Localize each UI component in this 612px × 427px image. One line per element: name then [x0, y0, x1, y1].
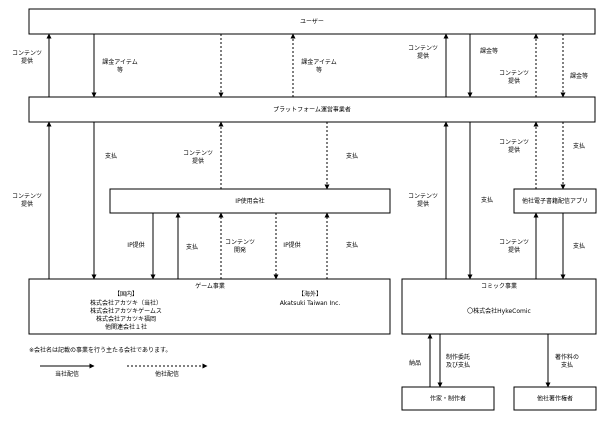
label-l13b: 提供	[417, 200, 429, 208]
label-l14b: 提供	[508, 146, 520, 154]
author-label: 作家・制作者	[430, 395, 466, 403]
comic-business-label: コミック事業	[481, 282, 517, 290]
label-l5: 課金等	[480, 47, 498, 55]
label-l3b: 等	[316, 66, 322, 74]
label-l12: 支払	[481, 196, 493, 204]
domestic-header: 【国内】	[114, 290, 138, 298]
overseas-header: 【海外】	[298, 290, 322, 298]
label-l4a: コンテンツ	[408, 45, 438, 52]
label-l14a: コンテンツ	[499, 139, 529, 146]
label-l25a: 著作料の	[555, 353, 579, 361]
legend: ※会社名は記載の事業を行う主たる会社であります。 当社配信 他社配信	[29, 346, 208, 378]
label-l6a: コンテンツ	[499, 70, 529, 77]
label-l24b: 及び支払	[446, 361, 470, 369]
user-label: ユーザー	[300, 19, 324, 26]
label-l17: 支払	[186, 243, 198, 251]
label-l8: 支払	[105, 152, 117, 160]
legend-own-label: 当社配信	[55, 370, 79, 378]
author-node: 作家・制作者	[401, 386, 495, 411]
label-l25b: 支払	[561, 361, 573, 369]
legend-other-label: 他社配信	[155, 370, 179, 378]
label-l18b: 開発	[234, 246, 246, 254]
label-l11b: 提供	[192, 157, 204, 165]
label-l11a: コンテンツ	[183, 150, 213, 157]
label-l10: 支払	[346, 152, 358, 160]
label-l24a: 制作委託	[446, 353, 470, 361]
game-business-label: ゲーム事業	[195, 282, 225, 290]
other-rights-holder-node: 他社著作権者	[513, 386, 597, 411]
label-l21a: コンテンツ	[499, 239, 529, 246]
label-l1b: 提供	[21, 57, 33, 65]
other-ebook-app-node: 他社電子書籍配信アプリ	[513, 188, 597, 214]
label-l20: 支払	[346, 241, 358, 249]
label-l19: IP提供	[283, 241, 300, 249]
label-l9b: 提供	[21, 200, 33, 208]
label-l7: 課金等	[570, 72, 588, 80]
platform-label: プラットフォーム運営事業者	[273, 106, 351, 114]
label-l3a: 課金アイテム	[301, 58, 336, 66]
comic-company: 〇株式会社HykeComic	[467, 307, 531, 315]
overseas-company: Akatsuki Taiwan Inc.	[280, 300, 341, 307]
label-l23: 納品	[409, 359, 421, 367]
label-l2b: 等	[117, 66, 123, 74]
label-l1a: コンテンツ	[12, 50, 42, 57]
label-l15: 支払	[573, 142, 585, 150]
domestic-company-2: 株式会社アカツキゲームス	[90, 307, 162, 315]
label-l2a: 課金アイテム	[102, 58, 137, 66]
label-l22: 支払	[573, 242, 585, 250]
label-l6b: 提供	[508, 77, 520, 85]
label-l16: IP提供	[127, 241, 144, 249]
label-l4b: 提供	[417, 52, 429, 60]
other-rights-holder-label: 他社著作権者	[537, 395, 573, 403]
label-l13a: コンテンツ	[408, 193, 438, 200]
domestic-company-4: 他関連会社１社	[105, 323, 147, 331]
other-ebook-app-label: 他社電子書籍配信アプリ	[522, 197, 588, 205]
user-node: ユーザー	[28, 8, 596, 35]
legend-note: ※会社名は記載の事業を行う主たる会社であります。	[29, 346, 171, 354]
game-business-node: ゲーム事業 【国内】 株式会社アカツキ（当社） 株式会社アカツキゲームス 株式会…	[28, 278, 391, 335]
label-l18a: コンテンツ	[225, 239, 255, 246]
comic-business-node: コミック事業 〇株式会社HykeComic	[401, 278, 597, 335]
ip-licensee-node: IP使用会社	[109, 188, 391, 214]
label-l21b: 提供	[508, 246, 520, 254]
platform-node: プラットフォーム運営事業者	[28, 96, 596, 123]
domestic-company-1: 株式会社アカツキ（当社）	[90, 299, 162, 307]
domestic-company-3: 株式会社アカツキ福岡	[96, 315, 156, 323]
label-l9a: コンテンツ	[12, 193, 42, 200]
ip-licensee-label: IP使用会社	[235, 197, 264, 205]
